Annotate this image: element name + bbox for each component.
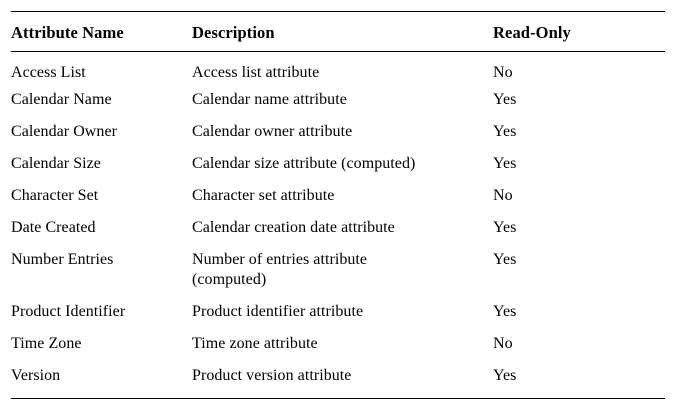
table-row: Product Identifier Product identifier att… bbox=[11, 296, 665, 328]
table-row: Version Product version attribute Yes bbox=[11, 360, 665, 400]
cell-read-only: Yes bbox=[493, 212, 665, 244]
read-only-value: Yes bbox=[493, 251, 517, 269]
cell-read-only: No bbox=[493, 180, 665, 212]
description-text: Product version attribute bbox=[192, 360, 493, 386]
description-line: Number of entries attribute bbox=[192, 251, 368, 269]
cell-attribute-name: Calendar Name bbox=[11, 84, 192, 116]
table-row: Date Created Calendar creation date attri… bbox=[11, 212, 665, 244]
description-line: Access list attribute bbox=[192, 64, 320, 82]
description-text: Time zone attribute bbox=[192, 328, 493, 354]
attribute-name-text: Character Set bbox=[11, 187, 99, 205]
attribute-name-text: Product Identifier bbox=[11, 303, 126, 321]
description-text: Calendar name attribute bbox=[192, 84, 493, 110]
description-text: Access list attribute bbox=[192, 52, 493, 83]
cell-description: Calendar name attribute bbox=[192, 84, 493, 116]
cell-description: Calendar size attribute (computed) bbox=[192, 148, 493, 180]
cell-read-only: Yes bbox=[493, 296, 665, 328]
attribute-table: Attribute Name Description Read-Only Acc… bbox=[11, 10, 665, 400]
read-only-value: Yes bbox=[493, 123, 517, 141]
cell-attribute-name: Calendar Size bbox=[11, 148, 192, 180]
cell-read-only: Yes bbox=[493, 244, 665, 296]
read-only-value: Yes bbox=[493, 367, 517, 385]
description-line: Time zone attribute bbox=[192, 335, 318, 353]
cell-description: Number of entries attribute (computed) bbox=[192, 244, 493, 296]
attribute-name-text: Calendar Owner bbox=[11, 123, 117, 141]
table-row: Time Zone Time zone attribute No bbox=[11, 328, 665, 360]
attribute-name-text: Number Entries bbox=[11, 251, 114, 269]
attribute-name-text: Version bbox=[11, 367, 61, 385]
description-line: Calendar owner attribute bbox=[192, 123, 353, 141]
cell-description: Time zone attribute bbox=[192, 328, 493, 360]
column-header-description: Description bbox=[192, 10, 493, 53]
read-only-value: Yes bbox=[493, 91, 517, 109]
attribute-name-text: Access List bbox=[11, 64, 86, 82]
description-line: Product version attribute bbox=[192, 367, 352, 385]
attribute-name-text: Calendar Size bbox=[11, 155, 101, 173]
read-only-value: No bbox=[493, 64, 513, 82]
cell-attribute-name: Date Created bbox=[11, 212, 192, 244]
cell-description: Calendar owner attribute bbox=[192, 116, 493, 148]
cell-read-only: No bbox=[493, 52, 665, 85]
table-row: Calendar Size Calendar size attribute (co… bbox=[11, 148, 665, 180]
read-only-value: No bbox=[493, 187, 513, 205]
column-header-attribute-name: Attribute Name bbox=[11, 10, 192, 53]
description-text: Character set attribute bbox=[192, 180, 493, 206]
read-only-value: No bbox=[493, 335, 513, 353]
cell-read-only: Yes bbox=[493, 116, 665, 148]
cell-description: Calendar creation date attribute bbox=[192, 212, 493, 244]
cell-attribute-name: Product Identifier bbox=[11, 296, 192, 328]
cell-read-only: Yes bbox=[493, 148, 665, 180]
cell-attribute-name: Access List bbox=[11, 52, 192, 85]
read-only-value: Yes bbox=[493, 155, 517, 173]
cell-read-only: Yes bbox=[493, 360, 665, 400]
table-row: Access List Access list attribute No bbox=[11, 52, 665, 85]
cell-attribute-name: Character Set bbox=[11, 180, 192, 212]
description-line: Calendar size attribute (computed) bbox=[192, 155, 416, 173]
cell-description: Product identifier attribute bbox=[192, 296, 493, 328]
cell-description: Character set attribute bbox=[192, 180, 493, 212]
description-text: Calendar creation date attribute bbox=[192, 212, 493, 238]
column-header-read-only: Read-Only bbox=[493, 10, 665, 53]
description-text: Number of entries attribute (computed) bbox=[192, 244, 493, 290]
table-row: Character Set Character set attribute No bbox=[11, 180, 665, 212]
table-row: Number Entries Number of entries attribut… bbox=[11, 244, 665, 296]
attribute-name-text: Calendar Name bbox=[11, 91, 112, 109]
description-line: Character set attribute bbox=[192, 187, 335, 205]
cell-read-only: Yes bbox=[493, 84, 665, 116]
description-line: Calendar creation date attribute bbox=[192, 219, 395, 237]
read-only-value: Yes bbox=[493, 219, 517, 237]
cell-read-only: No bbox=[493, 328, 665, 360]
attribute-table-container: Attribute Name Description Read-Only Acc… bbox=[11, 10, 665, 400]
table-row: Calendar Name Calendar name attribute Yes bbox=[11, 84, 665, 116]
description-line: Product identifier attribute bbox=[192, 303, 364, 321]
cell-attribute-name: Version bbox=[11, 360, 192, 400]
description-text: Product identifier attribute bbox=[192, 296, 493, 322]
cell-description: Product version attribute bbox=[192, 360, 493, 400]
attribute-name-text: Date Created bbox=[11, 219, 96, 237]
description-text: Calendar size attribute (computed) bbox=[192, 148, 493, 174]
description-line: (computed) bbox=[192, 271, 267, 289]
cell-attribute-name: Number Entries bbox=[11, 244, 192, 296]
description-text: Calendar owner attribute bbox=[192, 116, 493, 142]
cell-attribute-name: Calendar Owner bbox=[11, 116, 192, 148]
description-line: Calendar name attribute bbox=[192, 91, 347, 109]
table-header: Attribute Name Description Read-Only bbox=[11, 10, 665, 53]
attribute-name-text: Time Zone bbox=[11, 335, 82, 353]
table-header-row: Attribute Name Description Read-Only bbox=[11, 10, 665, 53]
table-row: Calendar Owner Calendar owner attribute Ye… bbox=[11, 116, 665, 148]
cell-description: Access list attribute bbox=[192, 52, 493, 85]
read-only-value: Yes bbox=[493, 303, 517, 321]
cell-attribute-name: Time Zone bbox=[11, 328, 192, 360]
